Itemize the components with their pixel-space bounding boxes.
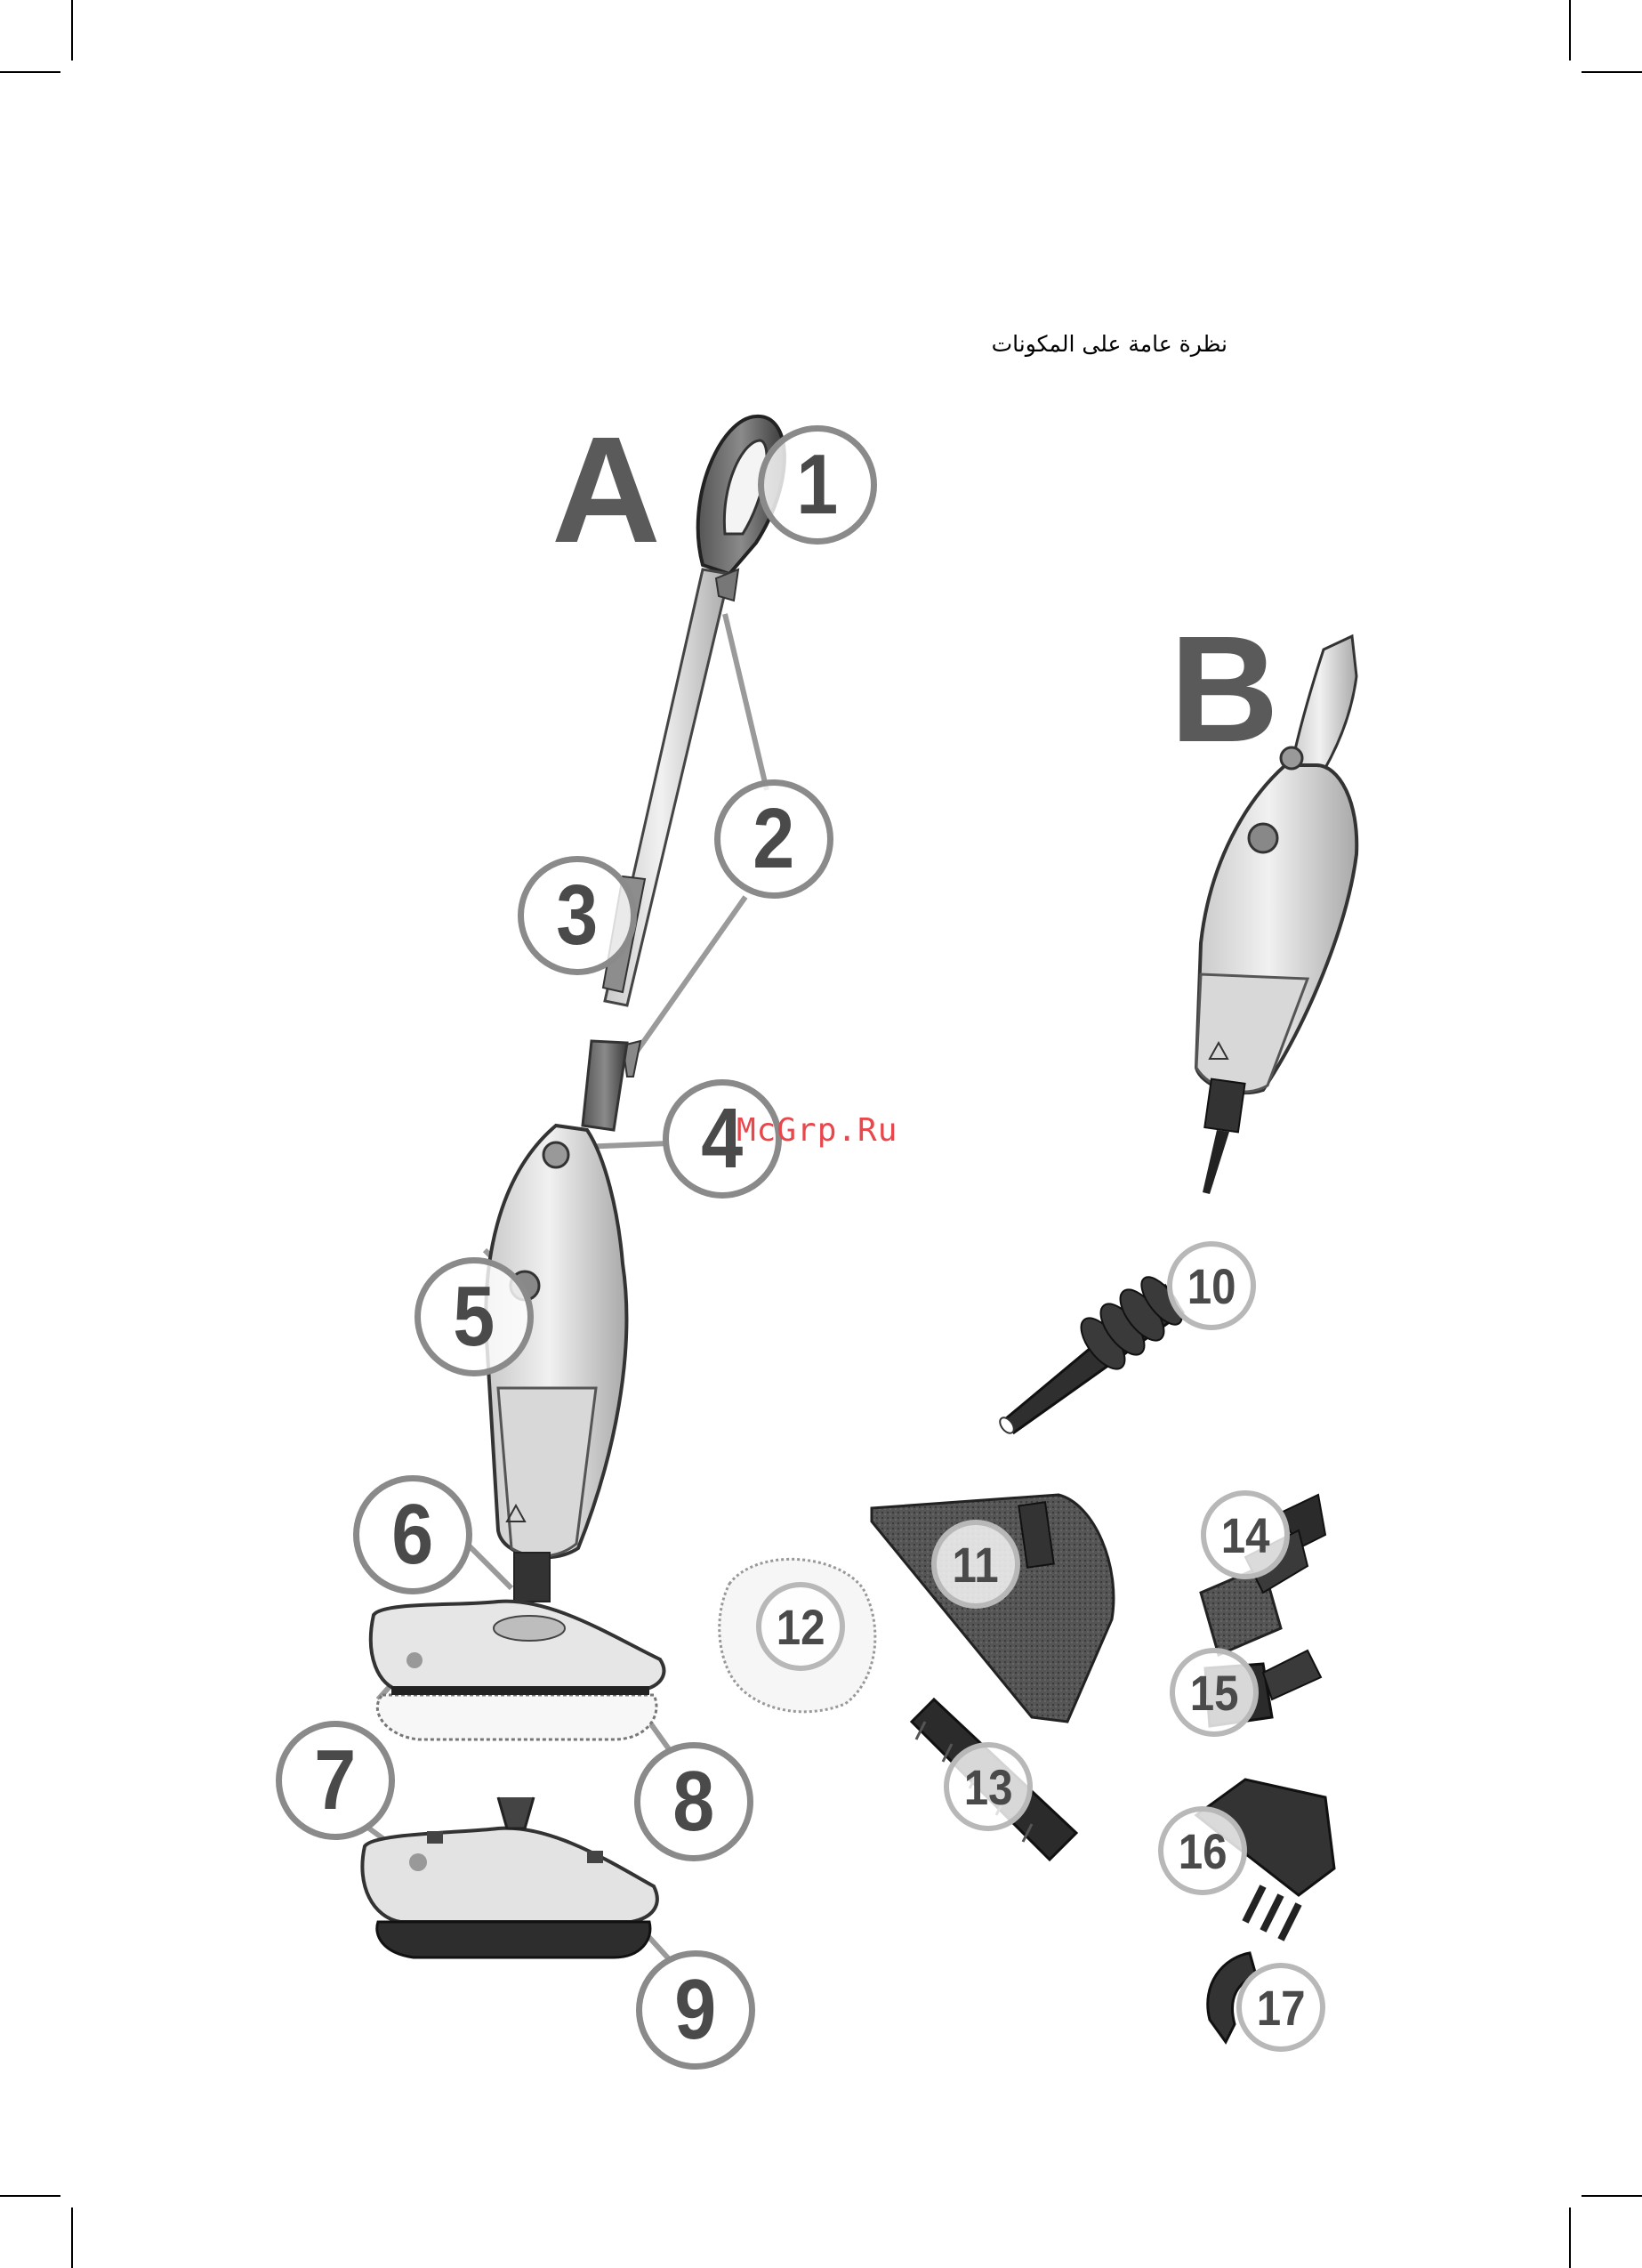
callout-3: 3 — [518, 856, 637, 975]
callout-14: 14 — [1201, 1490, 1290, 1579]
callout-17: 17 — [1236, 1963, 1325, 2052]
callout-2: 2 — [714, 779, 833, 899]
callout-1: 1 — [758, 425, 877, 545]
callout-9: 9 — [636, 1950, 755, 2070]
watermark-text: McGrp.Ru — [736, 1112, 897, 1149]
section-label-a: A — [551, 415, 661, 566]
callout-13: 13 — [944, 1742, 1033, 1831]
callout-5: 5 — [415, 1257, 534, 1376]
callout-12: 12 — [756, 1582, 845, 1671]
callout-6: 6 — [353, 1475, 472, 1594]
callout-7: 7 — [276, 1721, 395, 1840]
section-label-b: B — [1170, 614, 1279, 765]
callout-15: 15 — [1170, 1648, 1259, 1737]
callout-8: 8 — [634, 1742, 753, 1861]
callout-10: 10 — [1167, 1241, 1256, 1330]
callout-16: 16 — [1158, 1806, 1247, 1895]
callout-11: 11 — [931, 1520, 1020, 1609]
